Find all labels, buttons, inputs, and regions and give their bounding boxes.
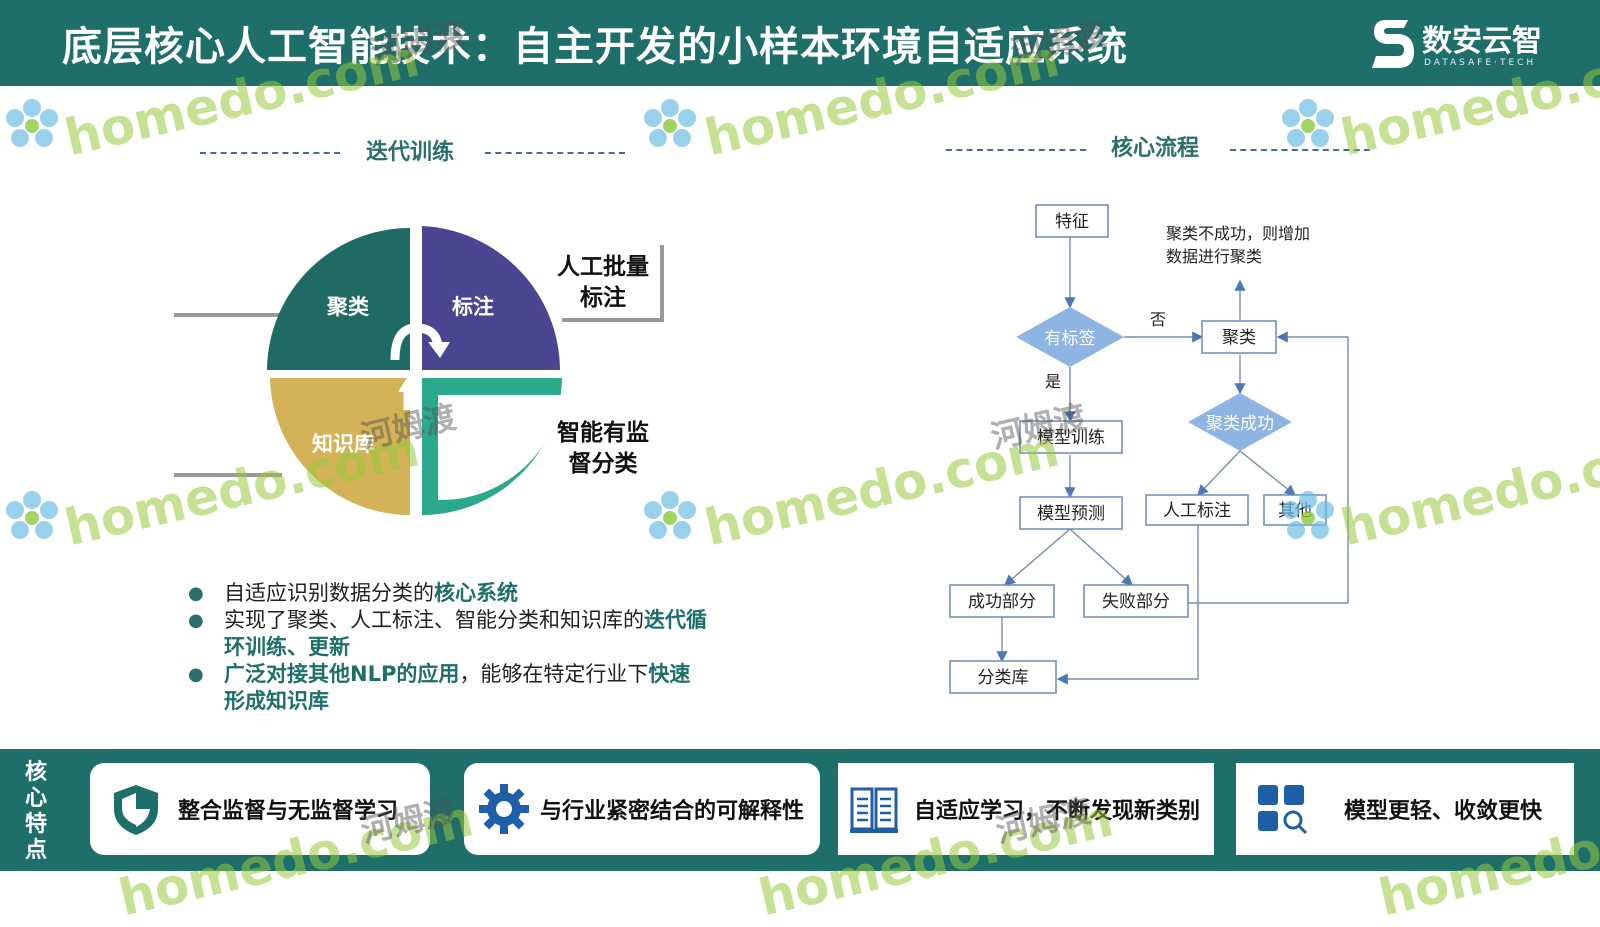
- right-section-title: 核心流程: [1110, 136, 1199, 161]
- core-features-label: 核心特点: [24, 760, 47, 863]
- feature-label: 与行业紧密结合的可解释性: [540, 799, 805, 824]
- header-bar: 底层核心人工智能技术：自主开发的小样本环境自适应系统 数安云智 DATASAFE…: [0, 0, 1600, 86]
- bullet-highlight: 广泛对接其他NLP的应用: [224, 662, 460, 686]
- quadrant-knowledge-label: 知识库: [312, 432, 375, 456]
- title-dash-left: [946, 149, 1086, 151]
- feature-card-adaptive: 自适应学习，不断发现新类别: [838, 763, 1214, 855]
- flow-label-has-label: 有标签: [1045, 329, 1096, 349]
- flow-edge: [1003, 528, 1071, 586]
- flow-label-cluster: 聚类: [1222, 328, 1256, 348]
- connector-line: [562, 245, 664, 322]
- flow-node-fail-part: [1083, 584, 1189, 618]
- flow-edge: [1056, 525, 1199, 685]
- bullet-dot-icon: ●: [188, 664, 204, 685]
- page-title: 底层核心人工智能技术：自主开发的小样本环境自适应系统: [62, 24, 1128, 70]
- gear-icon: [479, 784, 529, 834]
- supervised-label-text: 智能有监 督分类: [548, 418, 658, 480]
- bullet-dot-icon: ●: [188, 583, 204, 604]
- bullet-normal: 自适应识别数据分类的: [224, 581, 434, 605]
- bullet-item: ● 实现了聚类、人工标注、智能分类和知识库的迭代循环训练、更新: [188, 607, 708, 661]
- flow-node-cluster-success: [1188, 393, 1292, 451]
- feature-label: 模型更轻、收敛更快: [1344, 799, 1543, 824]
- quadrant-supervised-band: [438, 380, 552, 392]
- flow-label-cluster-success: 聚类成功: [1206, 414, 1274, 434]
- manual-label-text: 人工批量 标注: [548, 252, 658, 314]
- feature-card-lightweight: 模型更轻、收敛更快: [1236, 763, 1574, 855]
- watermark-flower-icon: [1282, 99, 1334, 147]
- cycle-arrowhead-icon: [398, 376, 418, 392]
- watermark-flower-icon: [6, 99, 58, 147]
- quadrant-cluster-label: 聚类: [327, 295, 369, 319]
- flow-edge-label-yes: 是: [1045, 372, 1061, 391]
- bullet-normal: 实现了聚类、人工标注、智能分类和知识库的: [224, 608, 644, 632]
- bullet-highlight: 快速形成知识库: [224, 662, 691, 713]
- bullet-normal: ，能够在特定行业下: [459, 662, 649, 686]
- feature-card-interpretability: 与行业紧密结合的可解释性: [464, 763, 820, 855]
- flow-label-class-lib: 分类库: [978, 668, 1029, 688]
- iteration-cycle-diagram: [174, 226, 664, 515]
- left-section-title: 迭代训练: [365, 140, 454, 165]
- cycle-arrowhead-icon: [428, 342, 450, 358]
- bullet-item: ● 自适应识别数据分类的核心系统: [188, 580, 708, 607]
- logo-text: 数安云智: [1422, 24, 1542, 59]
- watermark-flower-icon: [644, 491, 696, 539]
- grid-search-icon: [1258, 785, 1308, 835]
- flow-label-feature: 特征: [1055, 212, 1089, 232]
- bullet-highlight: 核心系统: [434, 581, 518, 605]
- book-icon: [850, 787, 898, 833]
- logo-subtext: DATASAFE·TECH: [1424, 58, 1537, 68]
- logo-s-icon: [1372, 20, 1414, 68]
- flow-edge: [1197, 450, 1241, 497]
- bullet-text: 自适应识别数据分类的核心系统: [224, 580, 518, 607]
- flow-node-has-label: [1016, 307, 1124, 367]
- quadrant-label: [422, 226, 560, 370]
- watermark-flower-icon: [6, 491, 58, 539]
- flow-edge: [1239, 450, 1297, 496]
- title-dash-right: [485, 152, 625, 154]
- watermark-flower-icon: [644, 99, 696, 147]
- flow-label-model-train: 模型训练: [1037, 428, 1105, 448]
- flow-node-cluster: [1201, 320, 1277, 354]
- quadrant-cluster: [267, 228, 410, 370]
- flow-node-class-lib: [949, 660, 1057, 694]
- flow-edge: [1188, 331, 1349, 604]
- flow-edge-label-no: 否: [1150, 310, 1166, 329]
- bullet-item: ● 广泛对接其他NLP的应用，能够在特定行业下快速形成知识库: [188, 661, 708, 715]
- feature-label: 整合监督与无监督学习: [178, 799, 399, 824]
- flow-node-feature: [1035, 204, 1109, 238]
- quadrant-label-label: 标注: [452, 295, 494, 319]
- cycle-arrow-icon: [390, 323, 443, 361]
- title-dash-right: [1230, 149, 1370, 151]
- flow-node-manual-label: [1145, 494, 1249, 526]
- bullet-text: 实现了聚类、人工标注、智能分类和知识库的迭代循环训练、更新: [224, 607, 708, 661]
- bullet-text: 广泛对接其他NLP的应用，能够在特定行业下快速形成知识库: [224, 661, 708, 715]
- manual-label-line: 标注: [580, 285, 626, 311]
- title-dash-left: [200, 152, 340, 154]
- flow-edge: [1069, 528, 1134, 586]
- bullet-dot-icon: ●: [188, 610, 204, 631]
- flow-node-model-predict: [1019, 496, 1123, 530]
- flow-label-manual-label: 人工标注: [1163, 501, 1231, 521]
- quadrant-knowledge: [270, 378, 410, 515]
- flow-label-success-part: 成功部分: [968, 592, 1036, 612]
- brand-logo: 数安云智 DATASAFE·TECH: [1368, 14, 1568, 74]
- flow-node-model-train: [1019, 420, 1123, 454]
- supervised-label-line: 督分类: [568, 451, 638, 477]
- feature-label: 自适应学习，不断发现新类别: [914, 799, 1201, 824]
- flow-note-line: 聚类不成功，则增加: [1166, 224, 1310, 243]
- flow-label-fail-part: 失败部分: [1102, 592, 1170, 612]
- shield-icon: [114, 785, 158, 835]
- supervised-label-line: 智能有监: [557, 420, 649, 446]
- flow-node-success-part: [949, 584, 1055, 618]
- flow-label-model-predict: 模型预测: [1037, 504, 1105, 524]
- watermark-flower-icon: [1282, 491, 1334, 539]
- manual-label-line: 人工批量: [557, 254, 649, 280]
- feature-bullet-list: ● 自适应识别数据分类的核心系统 ● 实现了聚类、人工标注、智能分类和知识库的迭…: [188, 580, 708, 715]
- bullet-highlight: 迭代循环训练、更新: [224, 608, 707, 659]
- flow-note-line: 数据进行聚类: [1166, 247, 1262, 266]
- quadrant-supervised-inner: [438, 395, 562, 501]
- feature-card-learning: 整合监督与无监督学习: [90, 763, 430, 855]
- core-process-flowchart: 特征 有标签 聚类 聚类成功 模型训练 模型预测 人工标注 其他 成功部分 失败…: [949, 204, 1349, 694]
